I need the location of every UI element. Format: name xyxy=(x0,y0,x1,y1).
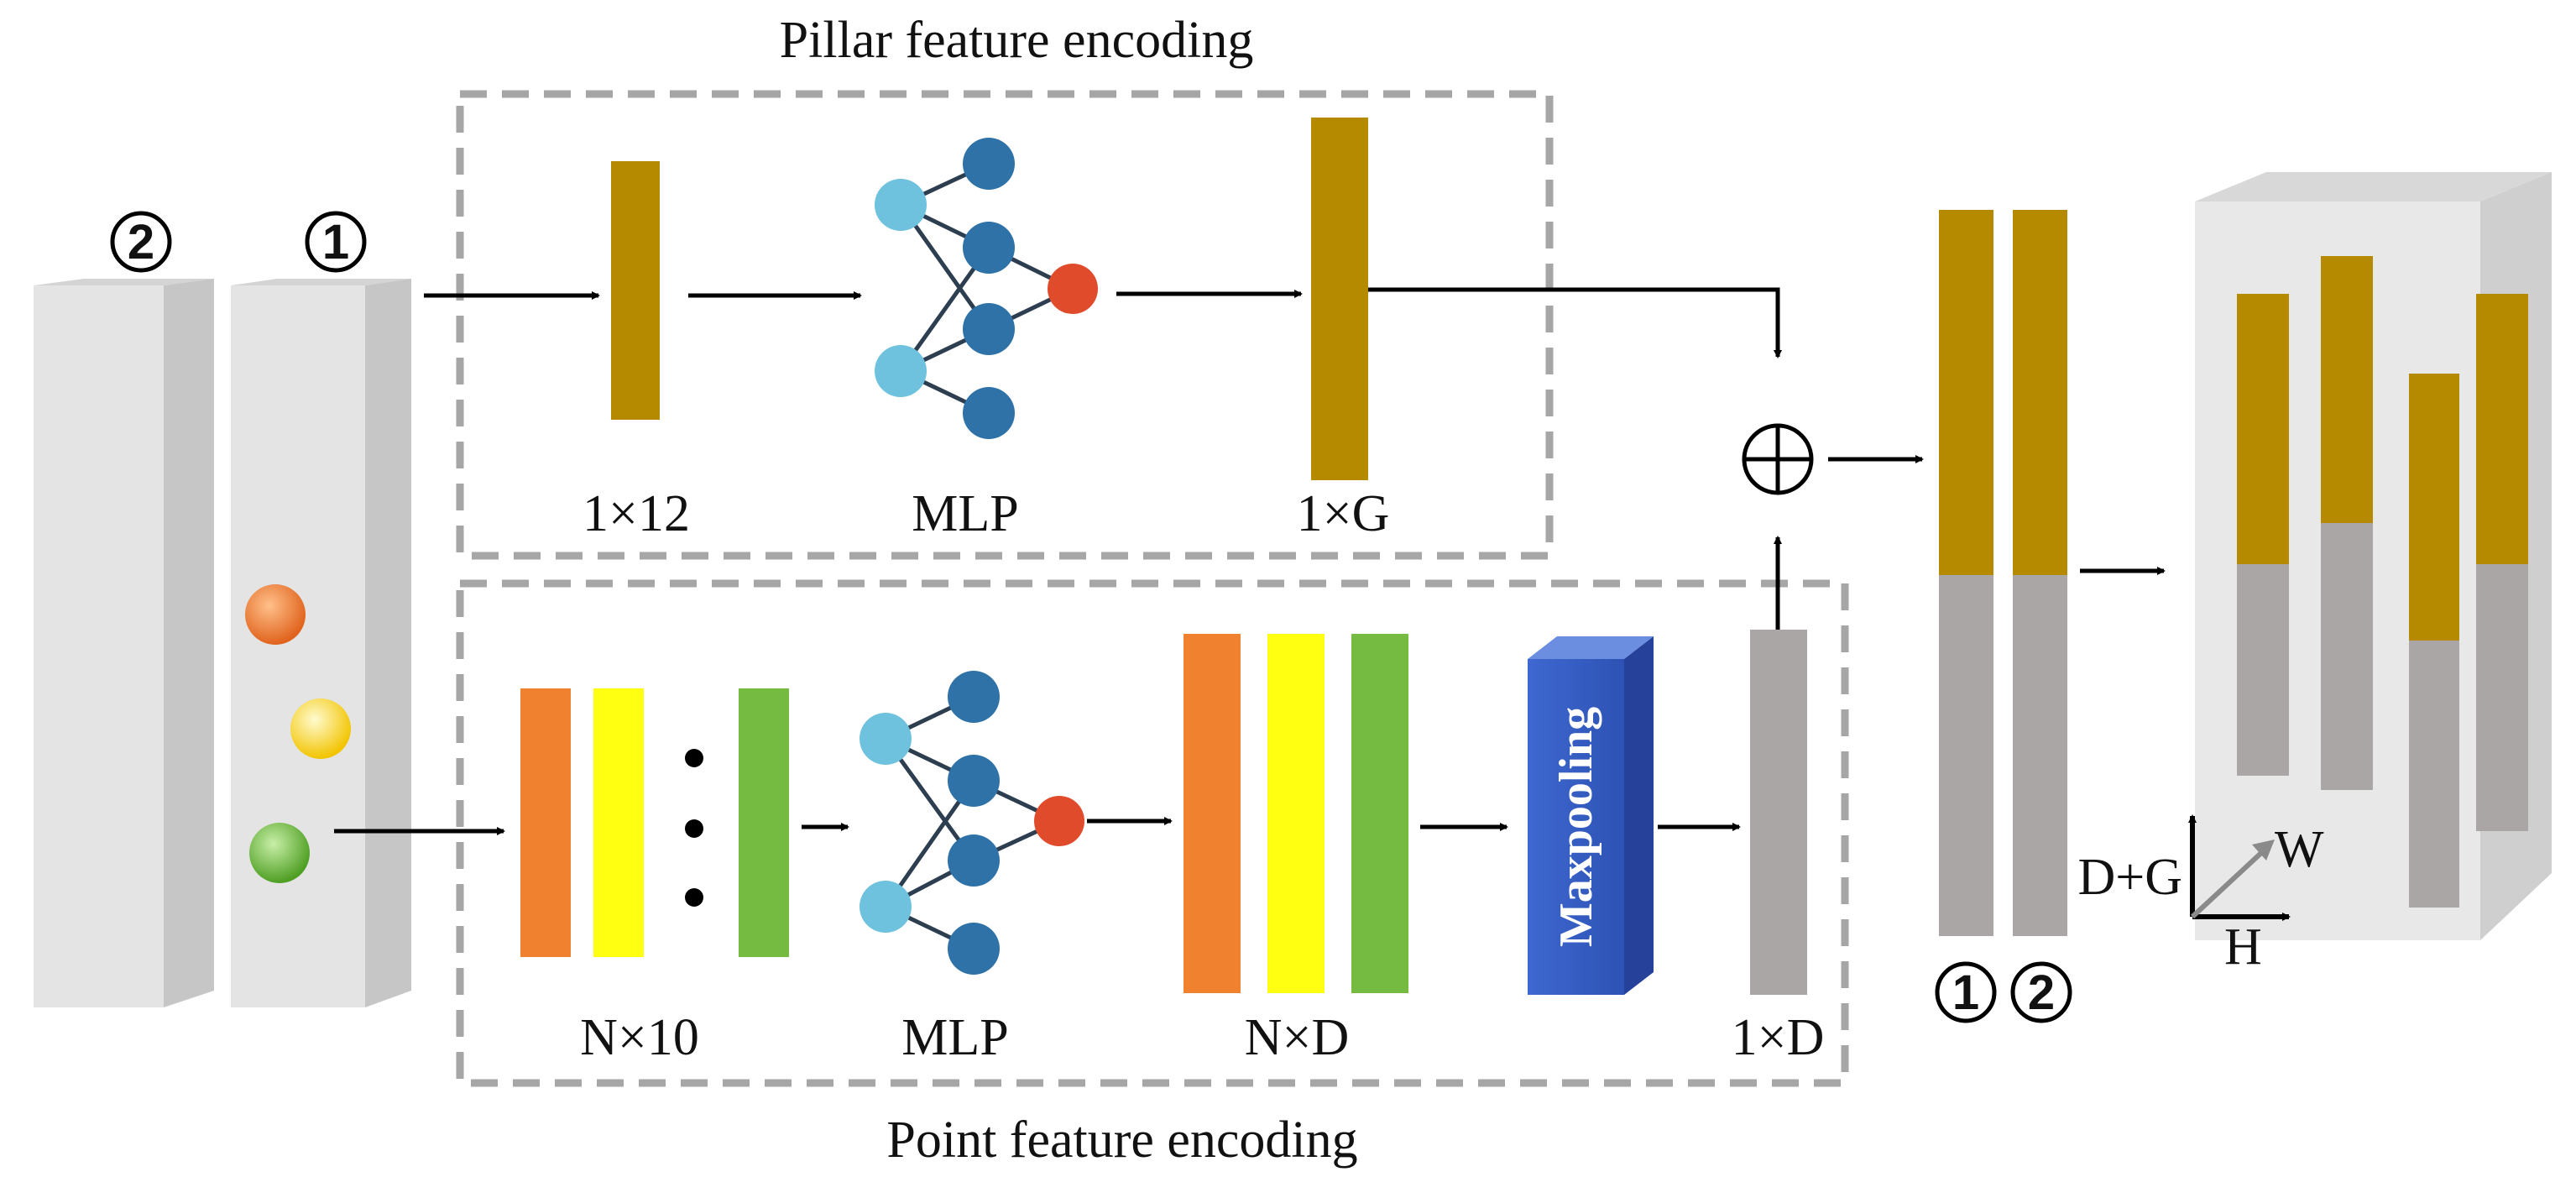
axis-diagonal-head xyxy=(2252,840,2275,861)
point-yellow xyxy=(290,698,351,759)
point-output-label: 1×D xyxy=(1732,1009,1825,1066)
axes: D+G W H xyxy=(2077,814,2324,976)
marker-2-left-text: 2 xyxy=(128,215,154,269)
point-feature-yellow xyxy=(1267,634,1325,993)
pseudo-image-cube xyxy=(2195,172,2552,940)
ellipsis-dot xyxy=(685,819,703,838)
pillar-block-1-front xyxy=(231,285,365,1007)
pillar-block-1 xyxy=(231,279,411,1007)
point-feature-orange xyxy=(1183,634,1241,993)
pillar-output-label: 1×G xyxy=(1297,485,1390,542)
pillar-block-2-side xyxy=(164,279,214,1007)
point-encoding-title: Point feature encoding xyxy=(886,1112,1357,1169)
pillar-mlp-network xyxy=(875,138,1098,439)
point-feature-green xyxy=(1351,634,1408,993)
cube-pillar-3-top xyxy=(2409,374,2459,641)
pillar-block-2-top xyxy=(34,279,214,285)
ellipsis-dot xyxy=(685,888,703,907)
cube-pillar-1-bottom xyxy=(2237,564,2289,776)
marker-1-right-text: 1 xyxy=(1952,965,1979,1020)
point-encoding-box xyxy=(456,579,1849,1087)
cube-pillar-2-top xyxy=(2321,256,2373,523)
pillar-encoding-title: Pillar feature encoding xyxy=(780,12,1254,69)
cube-pillar-4-bottom xyxy=(2476,564,2528,831)
pillar-input-feature xyxy=(611,161,660,420)
marker-2-right-text: 2 xyxy=(2028,965,2055,1020)
pillar-block-1-top xyxy=(231,279,411,285)
point-features-label: N×D xyxy=(1245,1009,1350,1066)
cube-pillar-2-bottom xyxy=(2321,523,2373,790)
marker-1-right: 1 xyxy=(1935,961,1997,1023)
point-input-label: N×10 xyxy=(580,1009,699,1066)
concat-symbol-text: ⊕ xyxy=(1778,458,1779,460)
concat-pillar-1-top xyxy=(1939,210,1993,575)
point-input-yellow xyxy=(593,688,644,957)
pillar-output-feature xyxy=(1311,118,1368,480)
pillar-block-1-side xyxy=(365,279,411,1007)
marker-2-right: 2 xyxy=(2010,961,2072,1023)
cube-pillar-1-top xyxy=(2237,294,2289,564)
marker-1-left: 1 xyxy=(305,211,367,273)
point-mlp-label: MLP xyxy=(901,1009,1008,1066)
pillar-input-label: 1×12 xyxy=(583,485,690,542)
concat-pillar-2-top xyxy=(2013,210,2067,575)
cube-pillar-4-top xyxy=(2476,294,2528,564)
ellipsis-dot xyxy=(685,749,703,767)
arrow-pillar-to-concat xyxy=(1368,287,1782,358)
point-output-feature xyxy=(1750,630,1807,995)
maxpooling-label: Maxpooling xyxy=(1550,707,1602,947)
pillar-encoding-box xyxy=(456,90,1554,560)
point-input-green xyxy=(739,688,789,957)
marker-1-left-text: 1 xyxy=(322,215,349,269)
point-mlp-network xyxy=(860,671,1084,975)
cube-pillar-3-bottom xyxy=(2409,641,2459,908)
pillar-block-2 xyxy=(34,279,214,1007)
pillar-mlp-label: MLP xyxy=(912,485,1018,542)
maxpooling-block: Maxpooling xyxy=(1528,636,1654,995)
concat-symbol xyxy=(1742,423,1814,495)
axis-diagonal xyxy=(2190,850,2265,919)
axis-diagonal-label: W xyxy=(2275,821,2324,878)
pillar-block-2-front xyxy=(34,285,164,1007)
axis-horizontal-label: H xyxy=(2224,918,2262,976)
marker-2-left: 2 xyxy=(110,211,172,273)
concat-pillar-2-bottom xyxy=(2013,575,2067,936)
axis-vertical-label: D+G xyxy=(2077,849,2182,906)
point-orange xyxy=(245,584,306,645)
cube-top xyxy=(2195,172,2552,201)
point-green xyxy=(249,823,310,883)
concat-pillar-1-bottom xyxy=(1939,575,1993,936)
point-input-orange xyxy=(520,688,571,957)
